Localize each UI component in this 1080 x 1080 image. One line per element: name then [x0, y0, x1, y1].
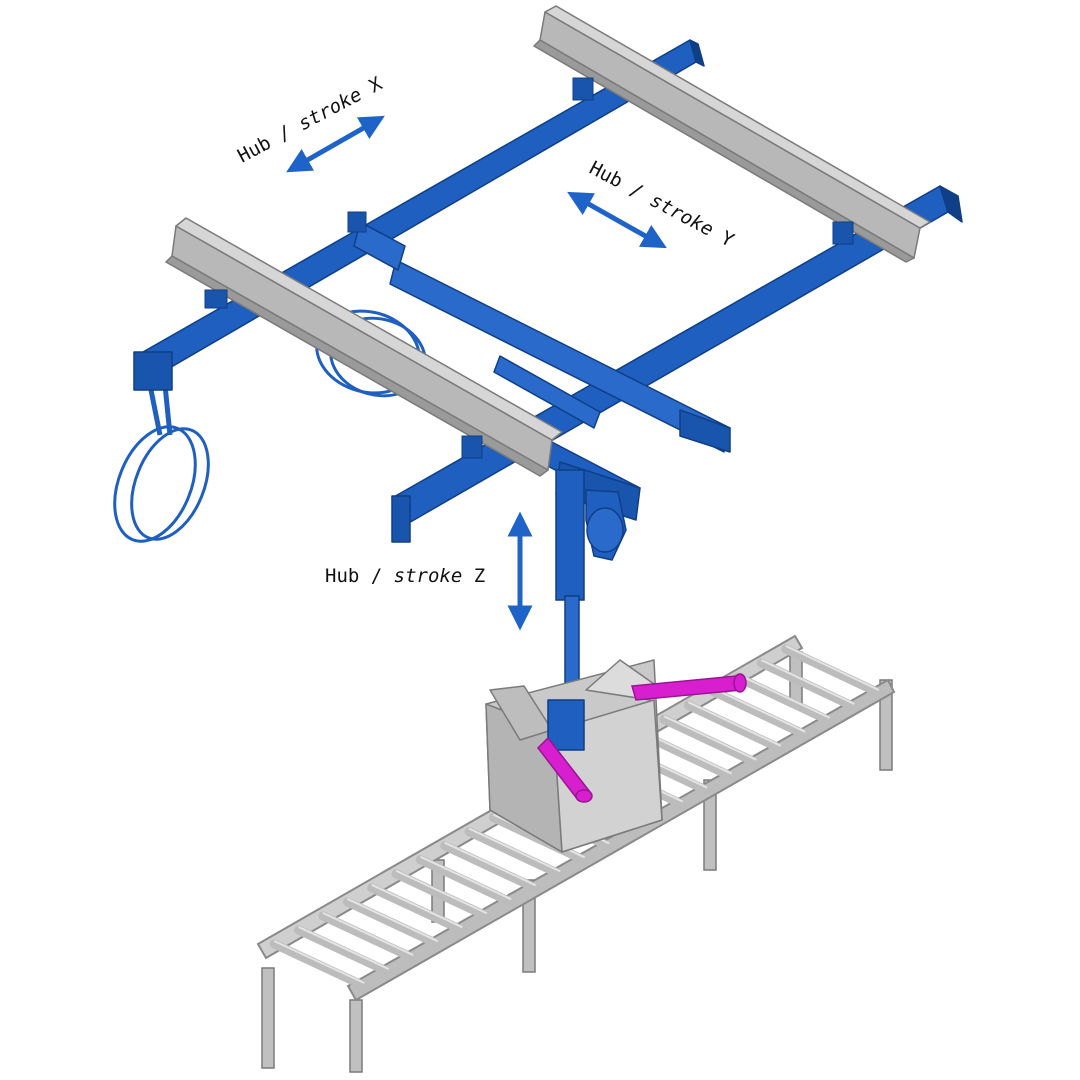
conveyor-roller-highlight [371, 883, 463, 929]
trolleys [204, 77, 854, 459]
conveyor-roller [781, 644, 884, 698]
conveyor-roller-highlight [395, 869, 488, 915]
conveyor-roller-highlight [419, 855, 512, 901]
conveyor-roller [391, 869, 492, 921]
conveyor-roller-highlight [468, 827, 561, 873]
conveyor-roller [367, 883, 467, 935]
conveyor-roller [318, 911, 418, 963]
conveyor-roller [464, 827, 565, 879]
conveyor-roller [269, 939, 369, 991]
magenta-gripper-arms [537, 673, 747, 803]
i-beams [165, 5, 931, 477]
conveyor-roller [756, 658, 859, 712]
conveyor-roller-highlight [687, 701, 782, 747]
conveyor-roller [294, 925, 394, 977]
conveyor-roller-highlight [298, 926, 390, 970]
label-stroke-y: Hub / stroke Y [586, 157, 738, 252]
conveyor-roller [732, 672, 835, 726]
conveyor-roller-highlight [761, 659, 855, 705]
conveyor-roller-highlight [785, 645, 880, 691]
conveyor-roller-highlight [663, 715, 757, 761]
conveyor-roller [683, 700, 786, 754]
conveyor-roller-highlight [322, 911, 414, 957]
conveyor-roller-highlight [273, 940, 365, 984]
conveyor-roller [342, 897, 443, 949]
label-stroke-x: Hub / stroke X [234, 73, 386, 168]
conveyor-roller-highlight [712, 687, 806, 733]
conveyor-roller-highlight [736, 673, 831, 719]
label-stroke-z: Hub / stroke Z [325, 565, 485, 587]
conveyor-roller [708, 686, 810, 740]
conveyor-roller [659, 714, 761, 768]
conveyor-legs [261, 651, 893, 1073]
conveyor-roller-highlight [346, 897, 439, 943]
x-arrow-icon [286, 115, 385, 173]
hoist-column [555, 469, 627, 707]
conveyor-roller [415, 855, 516, 907]
y-arrow-icon [567, 191, 667, 249]
conveyor-roller-highlight [444, 841, 537, 887]
conveyor-roller [440, 841, 541, 893]
